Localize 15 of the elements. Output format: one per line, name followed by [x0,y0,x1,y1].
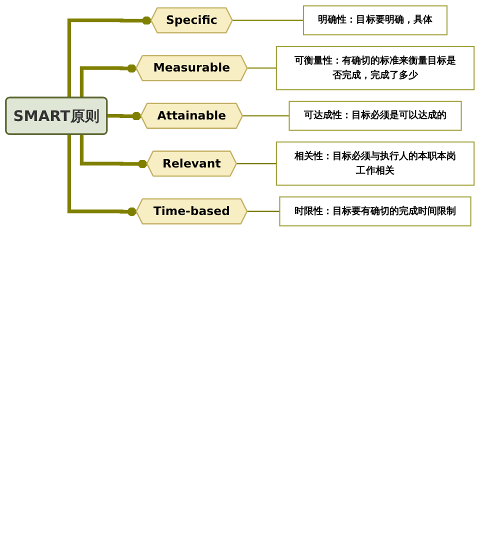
connector [67,134,137,216]
connector [246,68,276,69]
connector [236,163,276,165]
connector [232,20,304,22]
node-box: 时限性：目标要有确切的完成时间限制 [279,196,472,226]
node-box: 可衡量性：有确切的标准来衡量目标是否完成，完成了多少 [276,46,475,90]
node-box: 明确性：目标要明确，具体 [302,5,448,36]
connector [242,115,290,117]
connector [67,16,152,98]
connector [80,64,137,98]
connector [105,112,142,121]
node-box: 相关性：目标必须与执行人的本职本岗工作相关 [276,141,475,186]
node-box: 可达成性：目标必须是可以达成的 [288,100,462,131]
connector [80,134,148,168]
connector [246,210,280,212]
